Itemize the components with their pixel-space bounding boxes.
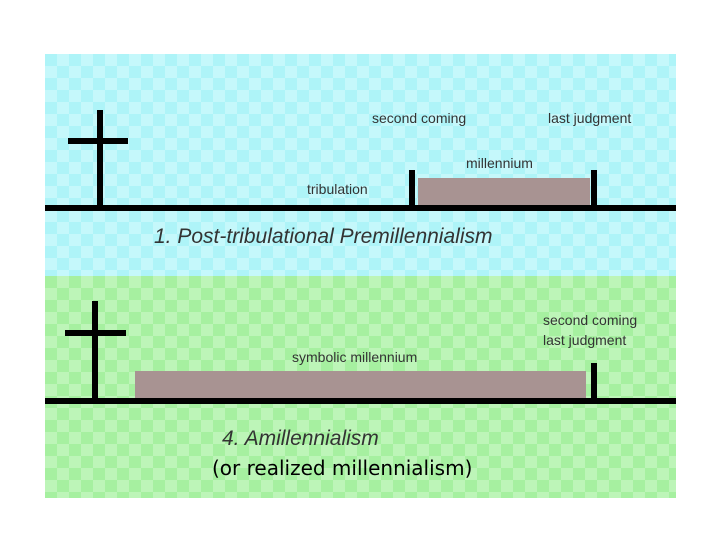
timeline-line bbox=[45, 398, 676, 404]
millennial-views-diagram: second coming last judgment millennium t… bbox=[45, 54, 676, 498]
millennium-label: millennium bbox=[466, 155, 533, 171]
second-coming-label: second coming bbox=[372, 110, 467, 126]
realized-millennialism-caption: (or realized millennialism) bbox=[212, 456, 473, 480]
amillennialism-title: 4. Amillennialism bbox=[222, 427, 379, 450]
second-coming-marker bbox=[409, 170, 415, 206]
last-judgment-label: last judgment bbox=[548, 110, 632, 126]
post-tribulational-panel: second coming last judgment millennium t… bbox=[45, 54, 676, 276]
post-tribulational-title: 1. Post-tribulational Premillennialism bbox=[154, 225, 493, 248]
amillennialism-panel: second coming last judgment symbolic mil… bbox=[45, 276, 676, 498]
cross-vertical-icon bbox=[92, 301, 98, 399]
symbolic-millennium-label: symbolic millennium bbox=[292, 349, 418, 365]
second-coming-marker bbox=[591, 363, 597, 399]
cross-horizontal-icon bbox=[68, 138, 128, 144]
cross-vertical-icon bbox=[97, 110, 103, 208]
millennium-block bbox=[418, 178, 590, 205]
timeline-line bbox=[45, 205, 676, 211]
cross-horizontal-icon bbox=[65, 330, 126, 336]
last-judgment-marker bbox=[591, 170, 597, 206]
second-coming-label: second coming bbox=[543, 312, 638, 328]
symbolic-millennium-block bbox=[135, 371, 586, 398]
tribulation-label: tribulation bbox=[307, 181, 368, 197]
last-judgment-label: last judgment bbox=[543, 332, 627, 348]
